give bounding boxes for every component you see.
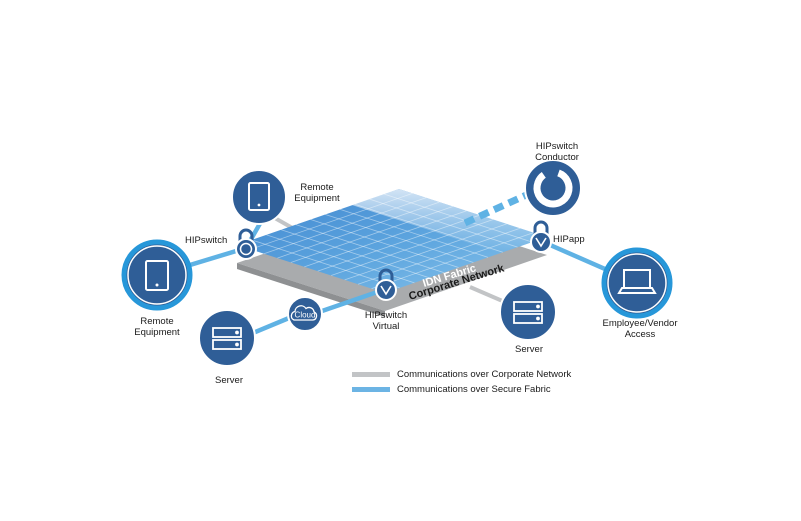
fabric-grid-line xyxy=(310,219,459,268)
fabric-grid-line xyxy=(354,203,503,253)
cloud-node[interactable]: Cloud xyxy=(287,296,323,332)
server-left-node[interactable] xyxy=(198,309,256,367)
server-icon xyxy=(212,327,242,350)
hipswitch-virtual-label-1: HIPswitch xyxy=(365,310,407,321)
server-right-node[interactable] xyxy=(499,283,557,341)
hipswitch-conductor-node[interactable] xyxy=(524,159,582,217)
legend-item-corporate: Communications over Corporate Network xyxy=(352,367,571,382)
remote-equipment-top-node[interactable] xyxy=(231,169,287,225)
hipswitch-label: HIPswitch xyxy=(185,235,227,246)
fabric-grid-line xyxy=(331,219,494,276)
fabric-grid xyxy=(250,192,534,290)
employee-vendor-label-1: Employee/Vendor xyxy=(603,318,678,329)
hipswitch-conductor-label-2: Conductor xyxy=(535,152,579,163)
fabric-grid-line xyxy=(250,192,413,250)
donut-icon xyxy=(533,168,573,208)
fabric-grid-line xyxy=(371,232,534,290)
legend-swatch-corporate xyxy=(352,372,390,377)
fabric-grid-line xyxy=(277,201,440,259)
cloud-label: Cloud xyxy=(295,311,316,320)
laptop-icon xyxy=(617,269,657,294)
hipswitch-padlock[interactable] xyxy=(235,228,257,260)
tablet-icon xyxy=(145,260,169,291)
fabric-grid-line xyxy=(369,198,518,248)
employee-vendor-node[interactable] xyxy=(601,247,673,319)
tablet-icon xyxy=(248,182,270,211)
fabric-grid-line xyxy=(384,193,533,243)
fabric-grid-line xyxy=(251,239,400,289)
fabric-grid-line xyxy=(281,229,430,279)
hipapp-padlock[interactable] xyxy=(530,220,552,253)
server-right-label: Server xyxy=(515,344,543,355)
fabric-grid-line xyxy=(325,214,474,263)
hipswitch-virtual-padlock[interactable] xyxy=(375,268,397,301)
fabric-grid-line xyxy=(339,208,489,258)
remote-equipment-top-label-1: Remote xyxy=(300,182,333,193)
fabric-grid-line xyxy=(357,227,521,285)
legend: Communications over Corporate Network Co… xyxy=(352,367,571,397)
hipswitch-virtual-label-2: Virtual xyxy=(373,321,400,332)
hipswitch-conductor-label-1: HIPswitch xyxy=(536,141,578,152)
legend-item-fabric: Communications over Secure Fabric xyxy=(352,382,571,397)
hipapp-label: HIPapp xyxy=(553,234,585,245)
remote-equipment-left-label-1: Remote xyxy=(140,316,173,327)
check-icon xyxy=(535,237,547,248)
conductor-dashed-link xyxy=(463,187,537,227)
remote-equipment-left-node[interactable] xyxy=(121,239,193,311)
padlock-icon xyxy=(239,242,253,256)
server-left-label: Server xyxy=(215,375,243,386)
fabric-grid-line xyxy=(290,206,453,263)
fabric-grid-line xyxy=(263,197,427,255)
fabric-grid-line xyxy=(344,223,507,281)
fabric-grid-line xyxy=(304,210,467,268)
fabric-grid-line xyxy=(295,224,445,274)
check-icon xyxy=(380,285,392,296)
employee-vendor-label-2: Access xyxy=(625,329,656,340)
fabric-grid-line xyxy=(266,234,415,284)
idn-fabric-plane: IDN Fabric xyxy=(237,189,547,293)
legend-swatch-fabric xyxy=(352,387,390,392)
remote-equipment-top-label-2: Equipment xyxy=(294,193,340,204)
fabric-grid-line xyxy=(317,214,480,272)
legend-label-fabric: Communications over Secure Fabric xyxy=(397,384,551,395)
server-icon xyxy=(513,301,543,324)
cloud-icon xyxy=(290,305,318,321)
remote-equipment-left-label-2: Equipment xyxy=(134,327,180,338)
legend-label-corporate: Communications over Corporate Network xyxy=(397,369,572,380)
